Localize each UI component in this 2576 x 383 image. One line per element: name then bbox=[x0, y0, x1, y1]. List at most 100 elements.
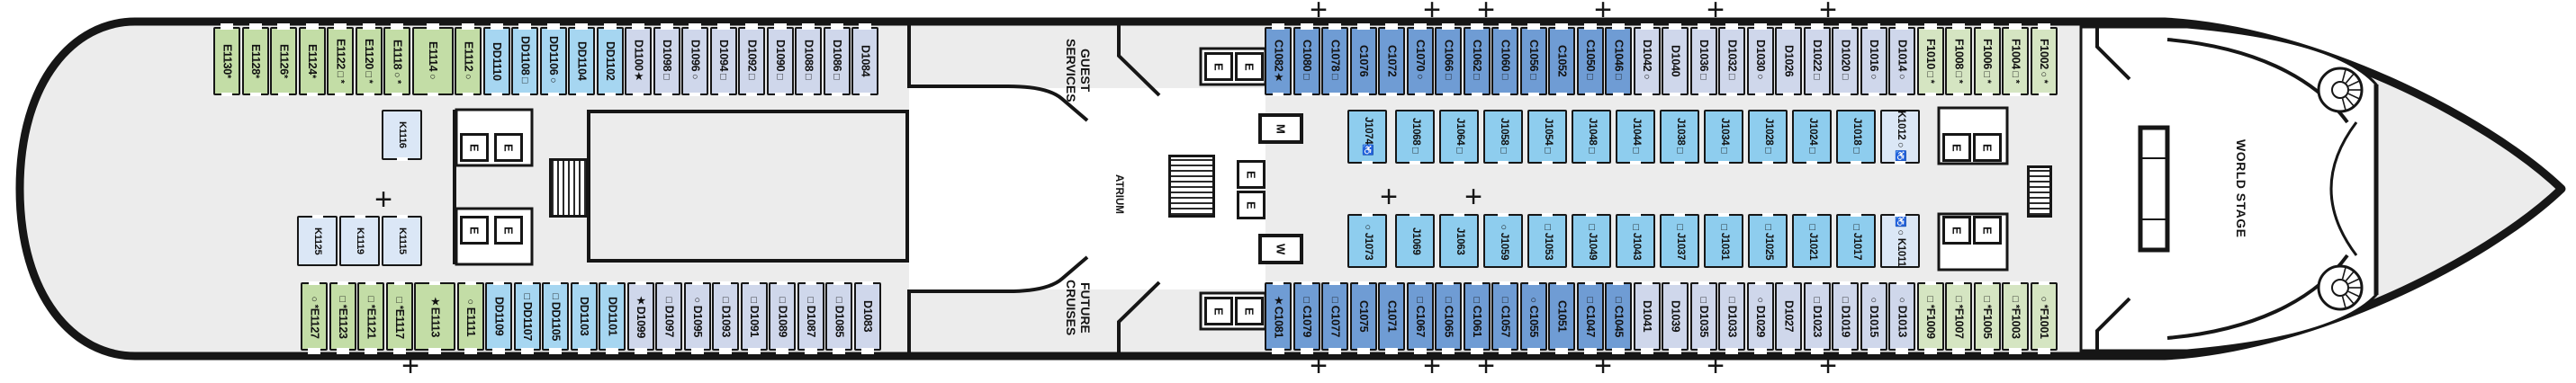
cabin-DD1108[interactable]: DD1108□ bbox=[511, 27, 538, 95]
cabin-C1075[interactable]: C1075 bbox=[1349, 282, 1377, 351]
cabin-D1040[interactable]: D1040 bbox=[1662, 27, 1689, 95]
cabin-D1030[interactable]: D1030○ bbox=[1746, 27, 1774, 95]
cabin-E1127[interactable]: ○*E1127 bbox=[301, 282, 328, 351]
cabin-J1048[interactable]: J1048□ bbox=[1572, 110, 1611, 164]
cabin-J1068[interactable]: J1068□ bbox=[1395, 110, 1435, 164]
cabin-C1060[interactable]: C1060□ bbox=[1491, 27, 1518, 95]
cabin-J1021[interactable]: □J1021 bbox=[1792, 214, 1832, 268]
cabin-J1031[interactable]: □J1031 bbox=[1704, 214, 1743, 268]
cabin-C1070[interactable]: C1070○ bbox=[1406, 27, 1434, 95]
cabin-J1044[interactable]: J1044□ bbox=[1616, 110, 1655, 164]
cabin-D1091[interactable]: □D1091 bbox=[740, 282, 768, 351]
cabin-J1034[interactable]: J1034□ bbox=[1704, 110, 1743, 164]
cabin-C1057[interactable]: □C1057 bbox=[1491, 282, 1518, 351]
cabin-K1116[interactable]: K1116 bbox=[382, 110, 422, 160]
cabin-E1130[interactable]: E1130* bbox=[213, 27, 240, 95]
cabin-D1096[interactable]: D1096○ bbox=[681, 27, 708, 95]
cabin-D1092[interactable]: D1092□ bbox=[738, 27, 765, 95]
cabin-E1118[interactable]: E1118○* bbox=[383, 27, 410, 95]
cabin-DD1105[interactable]: □DD1105 bbox=[542, 282, 569, 351]
cabin-D1086[interactable]: D1086□ bbox=[823, 27, 851, 95]
cabin-C1077[interactable]: □C1077 bbox=[1321, 282, 1348, 351]
cabin-D1027[interactable]: D1027 bbox=[1775, 282, 1802, 351]
cabin-J1018[interactable]: J1018□ bbox=[1836, 110, 1876, 164]
cabin-D1090[interactable]: D1090□ bbox=[766, 27, 794, 95]
cabin-D1029[interactable]: ○D1029 bbox=[1746, 282, 1774, 351]
cabin-D1015[interactable]: ○D1015 bbox=[1860, 282, 1887, 351]
cabin-K1011[interactable]: ♿○K1011 bbox=[1880, 214, 1920, 268]
cabin-C1055[interactable]: ○C1055 bbox=[1519, 282, 1547, 351]
cabin-D1088[interactable]: D1088□ bbox=[795, 27, 822, 95]
cabin-J1064[interactable]: J1064□ bbox=[1439, 110, 1479, 164]
cabin-F1007[interactable]: □*F1007 bbox=[1945, 282, 1972, 351]
cabin-D1098[interactable]: D1098□ bbox=[653, 27, 680, 95]
cabin-J1028[interactable]: J1028□ bbox=[1748, 110, 1788, 164]
cabin-F1003[interactable]: □*F1003 bbox=[2002, 282, 2029, 351]
cabin-D1020[interactable]: D1020□ bbox=[1832, 27, 1859, 95]
cabin-C1046[interactable]: C1046□ bbox=[1605, 27, 1632, 95]
cabin-C1062[interactable]: C1062□ bbox=[1463, 27, 1491, 95]
cabin-D1014[interactable]: D1014○ bbox=[1888, 27, 1915, 95]
cabin-J1017[interactable]: □J1017 bbox=[1836, 214, 1876, 268]
cabin-D1032[interactable]: D1032□ bbox=[1718, 27, 1745, 95]
cabin-D1042[interactable]: D1042○ bbox=[1633, 27, 1661, 95]
cabin-J1073[interactable]: ○J1073 bbox=[1347, 214, 1387, 268]
cabin-J1049[interactable]: □J1049 bbox=[1572, 214, 1611, 268]
cabin-D1083[interactable]: D1083 bbox=[853, 282, 881, 351]
cabin-K1119[interactable]: K1119 bbox=[339, 216, 380, 266]
cabin-D1085[interactable]: □D1085 bbox=[825, 282, 852, 351]
cabin-DD1104[interactable]: DD1104 bbox=[568, 27, 595, 95]
cabin-K1125[interactable]: K1125 bbox=[297, 216, 338, 266]
cabin-J1069[interactable]: J1069 bbox=[1395, 214, 1435, 268]
cabin-J1074[interactable]: J1074♿ bbox=[1347, 110, 1387, 164]
cabin-D1089[interactable]: □D1089 bbox=[769, 282, 796, 351]
cabin-K1115[interactable]: K1115 bbox=[382, 216, 422, 266]
cabin-DD1110[interactable]: DD1110 bbox=[482, 27, 510, 95]
cabin-C1052[interactable]: C1052 bbox=[1548, 27, 1575, 95]
cabin-DD1107[interactable]: □DD1107 bbox=[513, 282, 541, 351]
cabin-D1035[interactable]: □D1035 bbox=[1689, 282, 1717, 351]
cabin-C1080[interactable]: C1080□ bbox=[1293, 27, 1320, 95]
cabin-E1121[interactable]: □*E1121 bbox=[357, 282, 384, 351]
cabin-D1036[interactable]: D1036□ bbox=[1689, 27, 1717, 95]
cabin-DD1102[interactable]: DD1102 bbox=[596, 27, 624, 95]
cabin-J1054[interactable]: J1054□ bbox=[1527, 110, 1567, 164]
cabin-E1122[interactable]: E1122□* bbox=[327, 27, 354, 95]
cabin-C1067[interactable]: □C1067 bbox=[1406, 282, 1434, 351]
cabin-F1008[interactable]: F1008□* bbox=[1945, 27, 1972, 95]
cabin-D1041[interactable]: D1041 bbox=[1633, 282, 1661, 351]
cabin-C1045[interactable]: □C1045 bbox=[1605, 282, 1632, 351]
cabin-C1078[interactable]: C1078□ bbox=[1321, 27, 1348, 95]
cabin-J1043[interactable]: □J1043 bbox=[1616, 214, 1655, 268]
cabin-DD1109[interactable]: DD1109 bbox=[485, 282, 512, 351]
cabin-E1123[interactable]: □*E1123 bbox=[329, 282, 356, 351]
cabin-C1047[interactable]: □C1047 bbox=[1576, 282, 1604, 351]
cabin-D1097[interactable]: □D1097 bbox=[655, 282, 682, 351]
cabin-D1095[interactable]: ○D1095 bbox=[683, 282, 711, 351]
cabin-DD1101[interactable]: DD1101 bbox=[599, 282, 626, 351]
cabin-F1001[interactable]: ○*F1001 bbox=[2030, 282, 2058, 351]
cabin-E1111[interactable]: ○E1111 bbox=[456, 282, 484, 351]
cabin-F1002[interactable]: F1002○* bbox=[2030, 27, 2058, 95]
cabin-C1082[interactable]: C1082★ bbox=[1265, 27, 1292, 95]
cabin-D1026[interactable]: D1026 bbox=[1775, 27, 1802, 95]
cabin-D1100[interactable]: D1100★ bbox=[625, 27, 652, 95]
cabin-C1071[interactable]: C1071 bbox=[1378, 282, 1405, 351]
cabin-C1079[interactable]: □C1079 bbox=[1293, 282, 1320, 351]
cabin-D1016[interactable]: D1016○ bbox=[1860, 27, 1887, 95]
cabin-J1024[interactable]: J1024□ bbox=[1792, 110, 1832, 164]
cabin-D1087[interactable]: □D1087 bbox=[797, 282, 824, 351]
cabin-C1066[interactable]: C1066□ bbox=[1435, 27, 1462, 95]
cabin-C1051[interactable]: C1051 bbox=[1548, 282, 1575, 351]
cabin-E1112[interactable]: E1112○ bbox=[455, 27, 482, 95]
cabin-D1084[interactable]: D1084 bbox=[851, 27, 878, 95]
cabin-DD1103[interactable]: DD1103 bbox=[570, 282, 598, 351]
cabin-J1025[interactable]: □J1025 bbox=[1748, 214, 1788, 268]
cabin-J1063[interactable]: J1063 bbox=[1439, 214, 1479, 268]
cabin-E1113[interactable]: ★E1113 bbox=[414, 282, 455, 351]
cabin-F1004[interactable]: F1004□* bbox=[2002, 27, 2029, 95]
cabin-C1065[interactable]: □C1065 bbox=[1435, 282, 1462, 351]
cabin-D1033[interactable]: □D1033 bbox=[1718, 282, 1745, 351]
cabin-DD1106[interactable]: DD1106○ bbox=[539, 27, 567, 95]
cabin-F1006[interactable]: F1006□* bbox=[1973, 27, 2001, 95]
